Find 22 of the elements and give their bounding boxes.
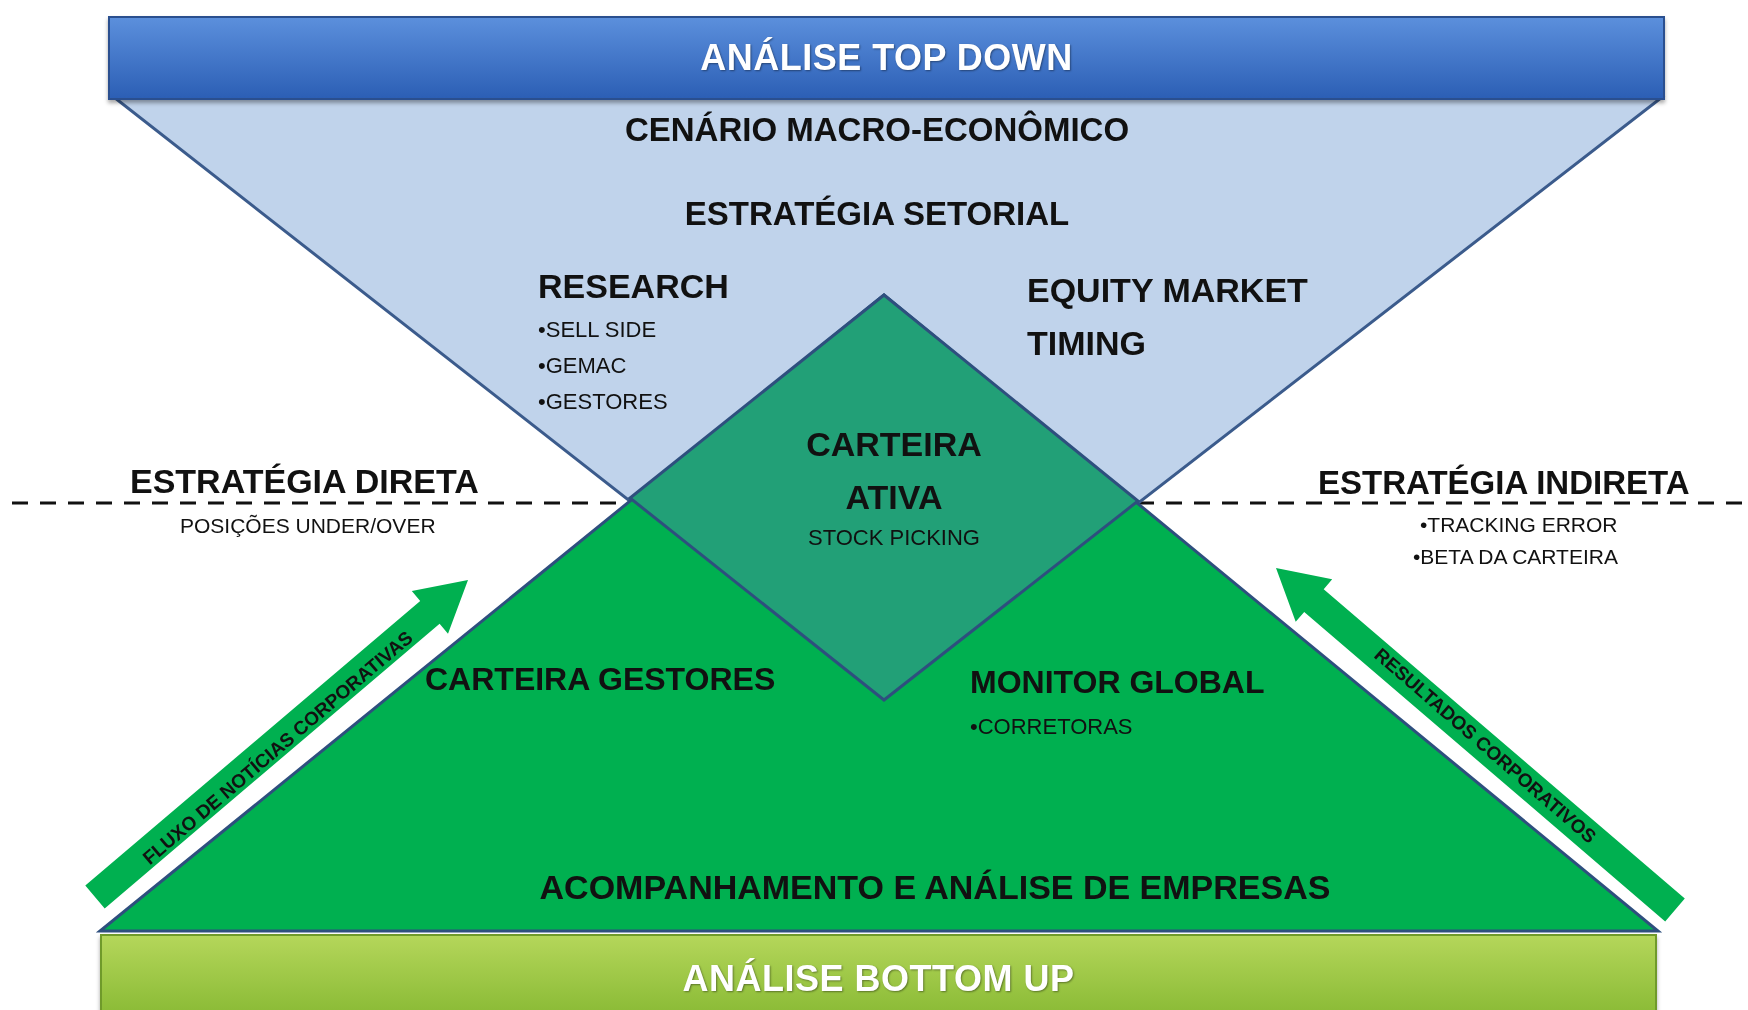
heading-text: MONITOR GLOBAL: [970, 663, 1266, 702]
bullet-item: •GESTORES: [538, 389, 669, 416]
bullet-item: •GEMAC: [538, 353, 628, 380]
bullet-item: •CORRETORAS: [970, 714, 1134, 741]
bullet-item: •SELL SIDE: [538, 317, 658, 344]
heading-text: RESEARCH: [538, 266, 730, 307]
heading-text: EQUITY MARKET TIMING: [1027, 270, 1309, 364]
bullet-item: •TRACKING ERROR: [1420, 513, 1618, 537]
heading-text: ACOMPANHAMENTO E ANÁLISE DE EMPRESAS: [538, 867, 1332, 908]
strategy-label: ESTRATÉGIA INDIRETA: [1318, 464, 1690, 502]
heading-text: CENÁRIO MACRO-ECONÔMICO: [623, 110, 1131, 150]
subheading-text: STOCK PICKING: [807, 525, 981, 552]
strategy-label: ESTRATÉGIA DIRETA: [130, 462, 479, 501]
heading-text: ESTRATÉGIA SETORIAL: [683, 194, 1071, 234]
heading-text: CARTEIRA ATIVA: [805, 424, 983, 518]
bullet-item: •BETA DA CARTEIRA: [1413, 545, 1618, 569]
block-arrow: [1276, 568, 1685, 922]
bottom-banner: ANÁLISE BOTTOM UP: [100, 934, 1657, 1010]
title-banner: ANÁLISE TOP DOWN: [108, 16, 1665, 100]
heading-text: CARTEIRA GESTORES: [425, 660, 777, 699]
block-arrow: [85, 580, 468, 909]
note-text: POSIÇÕES UNDER/OVER: [180, 514, 436, 538]
